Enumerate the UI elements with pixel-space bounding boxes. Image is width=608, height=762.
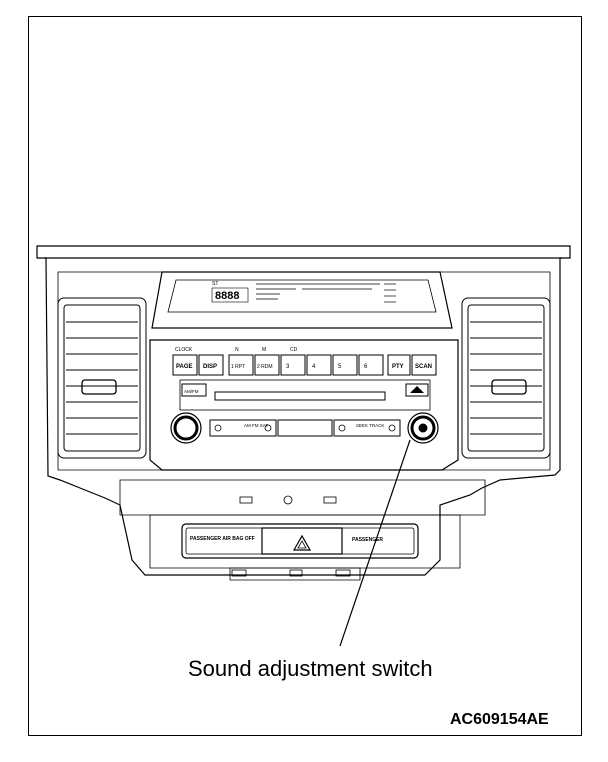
label-above-1: N: [235, 347, 239, 353]
preset-4-label: 4: [312, 364, 316, 370]
label-above-2: M: [262, 347, 266, 353]
volume-knob[interactable]: [170, 412, 202, 444]
display-unit: [151, 271, 453, 329]
right-air-vent: [461, 297, 551, 459]
track-right-icon: [388, 424, 396, 432]
am-fm-sat-button[interactable]: [209, 419, 277, 437]
radio-faceplate: [149, 339, 459, 471]
band-button-label: AM/FM: [184, 389, 199, 394]
display-indicator: ST: [212, 281, 218, 287]
callout-leader-line: [339, 439, 411, 647]
hazard-warning-icon: [292, 534, 312, 551]
figure-id: AC609154AE: [450, 711, 549, 728]
label-above-3: CD: [290, 347, 298, 353]
track-left-icon: [338, 424, 346, 432]
preset-4-button[interactable]: [306, 354, 332, 376]
am-fm-sat-label: AM FM SAT: [244, 423, 268, 428]
preset-2-button[interactable]: [254, 354, 280, 376]
preset-3-button[interactable]: [280, 354, 306, 376]
seek-right-icon: [264, 424, 272, 432]
passenger-airbag-label: PASSENGER AIR BAG OFF: [190, 536, 255, 542]
display-segments: 8888: [215, 290, 239, 302]
label-above-page: CLOCK: [175, 347, 193, 353]
figure-frame: [28, 16, 582, 736]
scan-button[interactable]: [411, 354, 437, 376]
sound-adjustment-switch[interactable]: [407, 412, 439, 444]
disp-button[interactable]: [198, 354, 224, 376]
page-button-label: PAGE: [176, 364, 193, 370]
disp-button-label: DISP: [203, 364, 217, 370]
left-air-vent: [57, 297, 147, 459]
preset-6-button[interactable]: [358, 354, 384, 376]
center-blank-button[interactable]: [277, 419, 333, 437]
preset-button-row: [172, 354, 437, 376]
pty-button-label: PTY: [392, 364, 404, 370]
display-indicators: [256, 283, 396, 303]
seek-left-icon: [214, 424, 222, 432]
scan-button-label: SCAN: [415, 364, 432, 370]
callout-label: Sound adjustment switch: [188, 656, 433, 681]
band-button[interactable]: [181, 383, 207, 397]
seek-track-label: SEEK TRACK: [356, 423, 384, 428]
seek-track-button[interactable]: [333, 419, 401, 437]
page-button[interactable]: [172, 354, 198, 376]
eject-icon: [410, 386, 424, 393]
preset-5-label: 5: [338, 364, 342, 370]
preset-2-label: 2 RDM: [257, 364, 273, 370]
preset-5-button[interactable]: [332, 354, 358, 376]
preset-1-button[interactable]: [228, 354, 254, 376]
bezel-details: [231, 495, 351, 577]
pty-button[interactable]: [387, 354, 411, 376]
preset-1-label: 1 RPT: [231, 364, 245, 370]
passenger-label: PASSENGER: [352, 537, 383, 543]
preset-3-label: 3: [286, 364, 290, 370]
preset-6-label: 6: [364, 364, 368, 370]
